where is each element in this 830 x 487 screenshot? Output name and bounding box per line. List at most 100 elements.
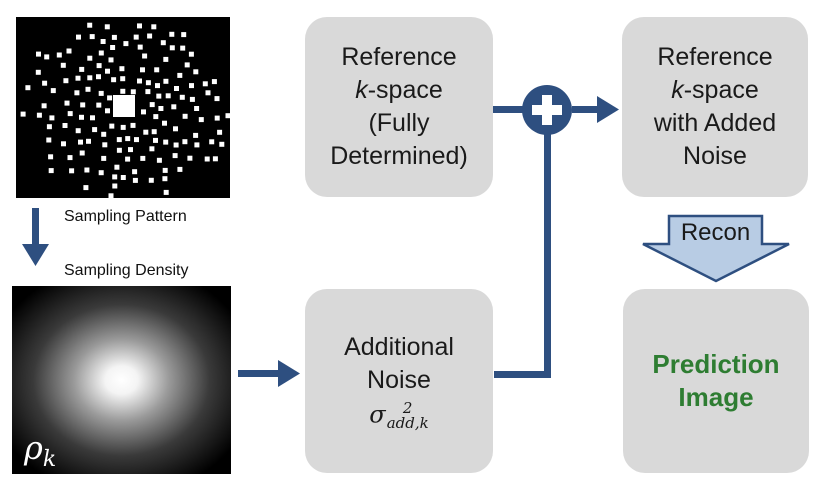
sample-point <box>182 113 188 119</box>
sample-point <box>198 117 204 123</box>
sample-point <box>172 153 178 159</box>
sample-point <box>85 86 91 92</box>
sample-point <box>120 124 126 130</box>
sample-point <box>137 44 143 50</box>
sample-point <box>116 147 122 153</box>
sample-point <box>163 56 169 62</box>
sample-point <box>180 45 186 51</box>
sample-point <box>188 51 194 57</box>
sample-point <box>108 57 114 63</box>
sample-point <box>86 138 91 144</box>
sample-point <box>217 129 223 135</box>
sample-point <box>151 129 157 135</box>
sample-point <box>96 63 102 69</box>
sample-point <box>173 142 179 148</box>
sample-point <box>111 77 117 83</box>
sample-point <box>25 85 31 91</box>
sample-point <box>66 48 72 54</box>
sample-point <box>177 166 183 172</box>
sample-point <box>219 141 225 147</box>
noisy-box-line4: Noise <box>683 142 747 170</box>
sample-point <box>202 81 208 87</box>
sample-point <box>189 83 194 89</box>
sample-point <box>147 33 153 39</box>
sample-point <box>111 34 117 40</box>
sample-point <box>90 115 95 121</box>
sample-point <box>156 93 162 99</box>
sample-point <box>67 155 73 161</box>
sample-point <box>44 54 50 60</box>
center-sample-block <box>113 95 135 117</box>
sample-point <box>125 156 131 162</box>
sample-point <box>35 69 41 75</box>
sample-point <box>174 86 179 91</box>
sample-point <box>60 62 66 68</box>
sampling-density-label: Sampling Density <box>64 262 189 279</box>
sample-point <box>79 66 85 72</box>
sample-point <box>165 93 171 99</box>
noisy-box-line1: Reference <box>657 43 773 71</box>
sample-point <box>169 45 175 51</box>
sample-point <box>177 72 183 78</box>
sample-point <box>104 24 110 30</box>
reference-box-line3: (Fully <box>368 109 430 137</box>
noisy-kspace-box: Reference k-space with Added Noise <box>622 17 808 197</box>
sample-point <box>48 154 54 160</box>
right-arrow-to-noise <box>238 360 300 387</box>
prediction-box-line1: Prediction <box>652 349 780 379</box>
sample-point <box>36 112 42 118</box>
sample-point <box>112 183 118 189</box>
sample-point <box>108 193 114 199</box>
sample-point <box>50 88 56 94</box>
reference-box-line4: Determined) <box>330 142 468 170</box>
sample-point <box>119 66 125 72</box>
sample-point <box>69 168 75 174</box>
sample-point <box>184 62 190 68</box>
reference-box-line1: Reference <box>341 43 457 71</box>
sample-point <box>151 24 157 30</box>
sampling-points <box>20 22 231 199</box>
sample-point <box>162 120 167 126</box>
sample-point <box>142 53 148 59</box>
sample-point <box>20 111 26 117</box>
sample-point <box>105 108 110 114</box>
sample-point <box>87 22 93 28</box>
noise-to-plus-connector <box>494 128 551 378</box>
sample-point <box>169 31 175 37</box>
sample-point <box>145 89 151 95</box>
prediction-image-box: Prediction Image <box>623 289 809 473</box>
sample-point <box>130 89 136 95</box>
sample-point <box>193 132 199 138</box>
sample-point <box>83 185 89 191</box>
sample-point <box>155 83 160 89</box>
sample-point <box>42 80 48 86</box>
sample-point <box>80 102 86 108</box>
sample-point <box>153 137 158 143</box>
sample-point <box>109 123 115 129</box>
sample-point <box>133 34 139 40</box>
sample-point <box>63 78 69 84</box>
sample-point <box>204 156 210 162</box>
sample-point <box>107 95 113 101</box>
sample-point <box>163 78 169 84</box>
sample-point <box>171 104 177 110</box>
sample-point <box>156 157 162 163</box>
sample-point <box>98 90 104 96</box>
reference-kspace-box: Reference k-space (Fully Determined) <box>305 17 493 197</box>
prediction-box-line2: Image <box>678 382 754 412</box>
sample-point <box>153 114 159 120</box>
noisy-box-line3: with Added <box>653 109 777 137</box>
sample-point <box>36 51 41 57</box>
sample-point <box>194 142 200 148</box>
sample-point <box>92 127 98 133</box>
sample-point <box>163 139 169 145</box>
sample-point <box>158 106 164 111</box>
sample-point <box>79 150 85 156</box>
sample-point <box>64 100 70 106</box>
sample-point <box>41 103 47 109</box>
sample-point <box>98 50 104 56</box>
recon-arrow-icon <box>642 214 790 283</box>
sample-point <box>187 155 193 161</box>
